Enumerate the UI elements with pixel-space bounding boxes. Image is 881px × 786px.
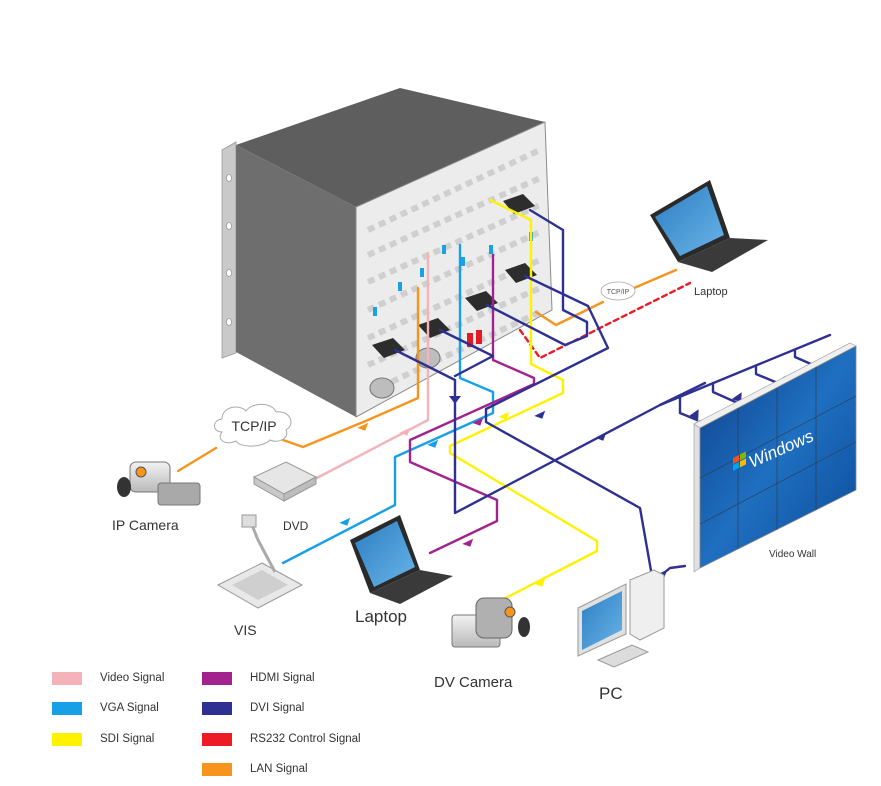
- legend-item-video: Video Signal: [52, 668, 164, 688]
- fan: [369, 377, 395, 399]
- sdi-line: [448, 198, 599, 606]
- vis-label: VIS: [234, 622, 257, 638]
- matrix-chassis: [221, 88, 553, 418]
- cloud-left: TCP/IP: [214, 403, 292, 447]
- laptop-top-device: [650, 180, 768, 272]
- legend-item-hdmi: HDMI Signal: [202, 668, 315, 688]
- legend-swatch: [202, 671, 232, 685]
- pc-device: [577, 569, 665, 668]
- legend: Video Signal VGA Signal SDI Signal HDMI …: [52, 668, 412, 783]
- video-wall-screen: [699, 345, 857, 569]
- legend-label: RS232 Control Signal: [250, 733, 361, 745]
- hdmi-line: [408, 253, 536, 555]
- windows-logo-icon: [733, 451, 746, 471]
- legend-label: Video Signal: [100, 672, 165, 684]
- pc-label: PC: [599, 684, 623, 703]
- legend-item-dvi: DVI Signal: [202, 698, 304, 718]
- dvi-line-2: [438, 328, 495, 378]
- dvd-label: DVD: [283, 519, 309, 533]
- vis-device: [216, 514, 304, 609]
- video-wall-label: Video Wall: [769, 549, 816, 560]
- legend-label: DVI Signal: [250, 702, 305, 714]
- legend-label: HDMI Signal: [250, 672, 315, 684]
- dvi-line-3: [485, 208, 589, 347]
- dv-camera-label: DV Camera: [434, 674, 513, 691]
- svg-text:TCP/IP: TCP/IP: [231, 418, 276, 434]
- svg-text:TCP/IP: TCP/IP: [607, 289, 630, 296]
- ip-camera-label: IP Camera: [112, 517, 179, 533]
- dvi-wall-bus: [658, 333, 832, 422]
- vga-line: [281, 243, 495, 565]
- dvi-line-4: [484, 274, 655, 584]
- ip-camera-device: [117, 461, 201, 506]
- legend-swatch: [52, 701, 82, 715]
- laptop-bottom-device: [350, 515, 453, 604]
- rack-ear: [221, 141, 237, 359]
- legend-swatch: [202, 701, 232, 715]
- laptop-top-label: Laptop: [694, 286, 728, 298]
- dvd-device: [252, 461, 318, 502]
- legend-swatch: [52, 732, 82, 746]
- legend-item-lan: LAN Signal: [202, 759, 308, 779]
- rs232-line: [518, 281, 692, 360]
- legend-label: LAN Signal: [250, 763, 308, 775]
- video-line: [311, 251, 430, 482]
- legend-swatch: [52, 671, 82, 685]
- video-wall: Windows: [693, 342, 857, 573]
- lan-line-camera: [176, 446, 218, 473]
- rs232-port: [467, 333, 473, 347]
- dvi-plugs: [372, 194, 537, 358]
- legend-label: VGA Signal: [100, 702, 159, 714]
- legend-item-rs232: RS232 Control Signal: [202, 729, 361, 749]
- legend-label: SDI Signal: [100, 733, 155, 745]
- legend-swatch: [202, 762, 232, 776]
- chassis-top: [236, 88, 545, 207]
- lan-line-right: [534, 268, 678, 327]
- cloud-right: TCP/IP: [600, 281, 636, 301]
- legend-swatch: [202, 732, 232, 746]
- chassis-side: [236, 145, 356, 417]
- legend-item-sdi: SDI Signal: [52, 729, 154, 749]
- dv-camera-device: [451, 597, 530, 648]
- laptop-bottom-label: Laptop: [355, 607, 407, 626]
- legend-item-vga: VGA Signal: [52, 698, 159, 718]
